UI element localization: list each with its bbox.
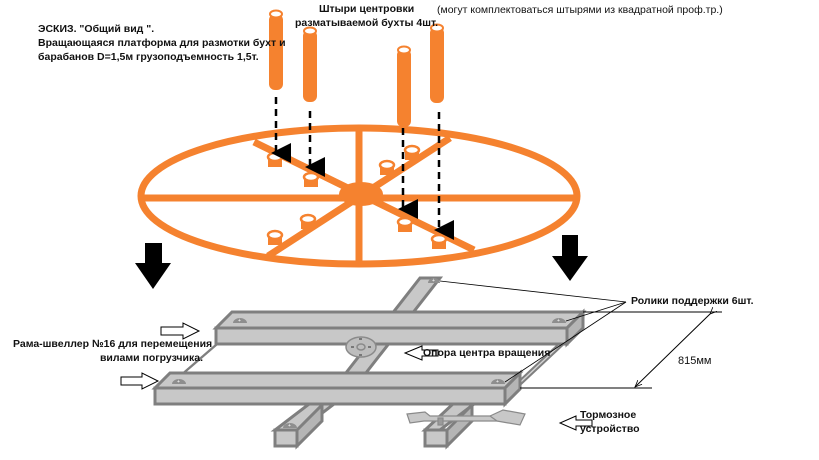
title-line: ЭСКИЗ. "Общий вид ". [38,23,155,35]
frame-label: Рама-швеллер №16 для перемещения вилами … [13,337,213,365]
centering-pin [397,45,411,127]
pins-label: Штыри центровки разматываемой бухты 4шт. [295,2,438,30]
roller-icon: + [428,278,440,284]
down-arrow-icon [135,243,171,289]
fork-entry-arrow-icon [160,322,201,340]
cross-beam-end [423,428,449,448]
pin-socket [378,159,396,175]
channel-beam-front-face [153,386,507,406]
pin-socket [396,216,414,232]
roller-icon: + [233,318,247,324]
base-frame [151,276,587,450]
rotating-platform [137,124,581,268]
pivot-pointer-arrow-icon [403,345,439,361]
sketch-title: ЭСКИЗ. "Общий вид ". Вращающаяся платфор… [38,22,286,64]
centering-pin [269,9,283,90]
frame-label-line: вилами погрузчика. [99,352,203,364]
centering-pin [430,23,444,103]
brake-label-line: устройство [580,423,640,435]
pin-socket [302,171,320,187]
svg-text:+: + [496,379,499,385]
roller-icon: + [172,379,186,385]
svg-text:+: + [557,318,560,324]
title-line: Вращающаяся платформа для размотки бухт … [38,37,286,49]
brake-pointer-arrow-icon [558,415,593,431]
title-line: барабанов D=1,5м грузоподъемность 1,5т. [38,51,259,63]
pin-socket [403,144,421,160]
brake-label-line: Тормозное [580,409,637,421]
support-rollers: + + + + + + [172,278,566,429]
pivot-label: Опора центра вращения [423,347,551,359]
svg-text:+: + [288,423,291,429]
dimension-label: 815мм [678,355,712,367]
svg-text:+: + [238,318,241,324]
pivot-support [345,336,377,358]
pins-label-line: разматываемой бухты 4шт. [295,17,439,29]
roller-icon: + [491,379,505,385]
frame-label-line: Рама-швеллер №16 для перемещения [13,338,213,350]
brake-device [406,409,526,426]
pin-socket [266,151,284,167]
platform-hub [339,182,383,206]
svg-text:+: + [432,278,435,284]
pin-socket [299,213,317,229]
dimension-815 [520,312,722,389]
platform-rim [137,124,581,268]
channel-beam-front [151,371,524,390]
channel-beam-back-face [214,326,569,346]
svg-text:+: + [177,379,180,385]
fork-entry-arrow-icon [120,372,160,390]
rollers-label: Ролики поддержки 6шт. [631,295,754,307]
roller-icon: + [283,423,297,429]
brake-label: Тормозное устройство [580,408,640,436]
centering-pins [269,9,454,240]
pins-note: (могут комплектоваться штырями из квадра… [437,4,723,16]
down-arrow-icon [552,235,588,281]
centering-pin [303,26,317,102]
roller-icon: + [552,318,566,324]
channel-beam-back [212,310,587,330]
cross-beam-end [273,428,299,448]
pin-socket [430,233,448,249]
pins-label-line: Штыри центровки [318,3,415,15]
pin-socket [266,229,284,245]
